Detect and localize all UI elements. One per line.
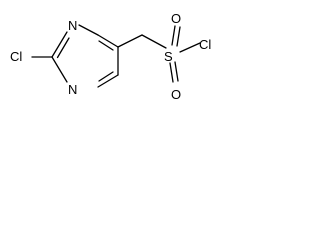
atom-sulfur: S (164, 49, 173, 64)
bond-c4-c5 (97, 34, 119, 48)
bond-n-top-c (78, 24, 99, 36)
bond-s-cl (179, 42, 201, 53)
bond-c6-n-bottom-inner (98, 71, 114, 82)
bond-c4-c5-inner (98, 40, 114, 51)
atom-cl-ring: Cl (10, 49, 22, 64)
bond-n-bottom-c2 (51, 56, 68, 83)
bond-c6-n-bottom (97, 74, 119, 88)
bond-s-o-top-b (176, 26, 181, 47)
atom-n-bottom: N (68, 82, 77, 97)
bond-s-o-bottom-a (169, 62, 174, 83)
bond-s-o-top-a (171, 25, 176, 46)
bond-ch2-s (141, 34, 167, 49)
atom-n-top: N (68, 18, 77, 33)
bond-c2-n-top-inner (56, 37, 70, 59)
atom-oxygen-top: O (171, 11, 181, 26)
structure-svg: Cl N N S O O Cl (10, 11, 211, 102)
bond-c5-ch2 (117, 34, 143, 48)
bond-c2-n-top (51, 31, 68, 58)
atom-cl-sulfonyl: Cl (199, 37, 211, 52)
molecule-diagram: Cl N N S O O Cl (0, 0, 234, 112)
atom-oxygen-bottom: O (171, 87, 181, 102)
bond-s-o-bottom-b (174, 61, 179, 82)
